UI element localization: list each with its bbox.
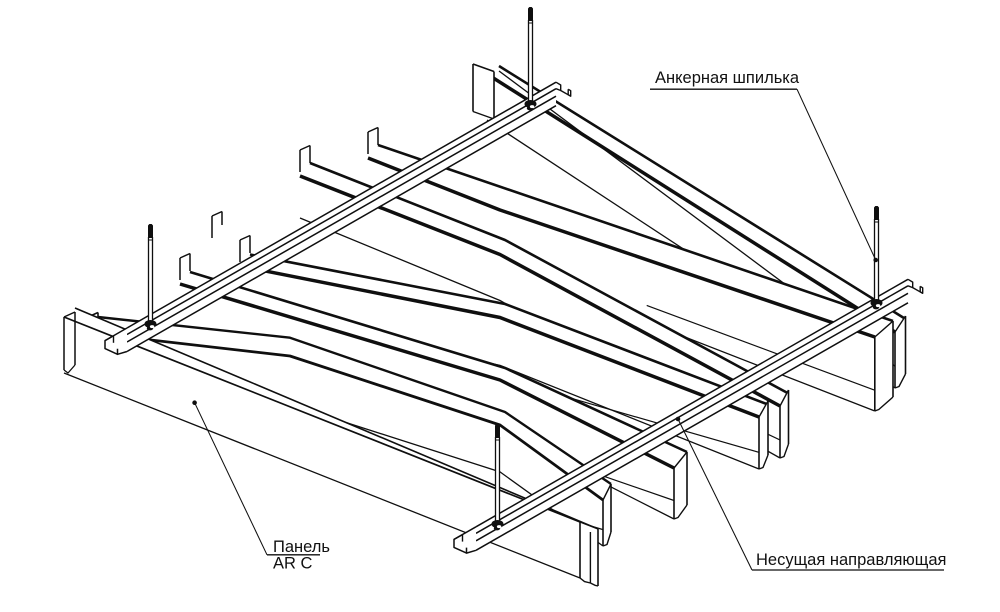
svg-text:Несущая направляющая: Несущая направляющая [756,551,946,569]
svg-text:Анкерная шпилька: Анкерная шпилька [655,69,800,87]
svg-text:Панель: Панель [273,538,330,556]
svg-text:AR C: AR C [273,555,313,573]
